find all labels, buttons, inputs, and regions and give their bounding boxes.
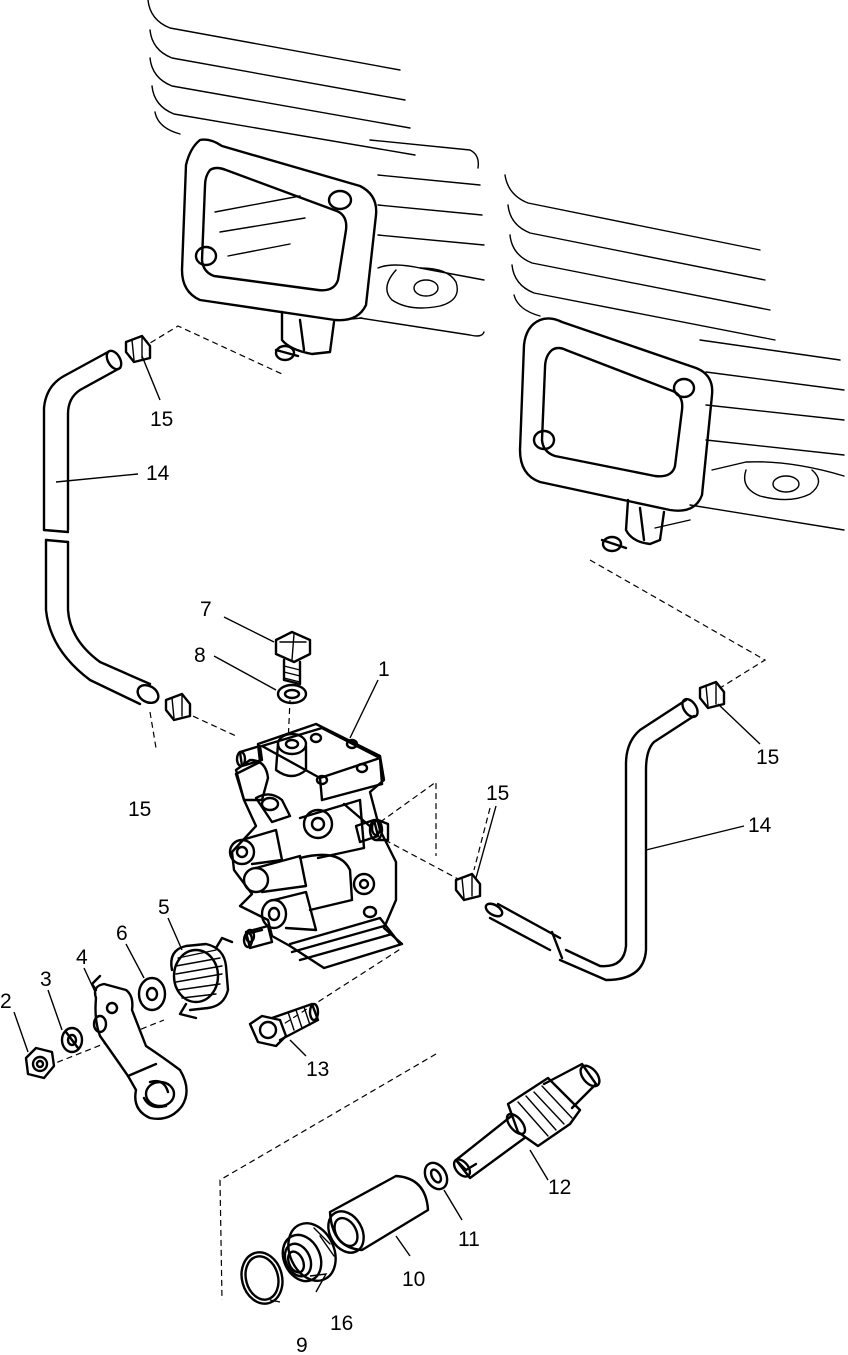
lever-spring <box>170 936 234 1020</box>
callout-12: 12 <box>548 1176 571 1199</box>
lever-washer <box>137 976 167 1012</box>
hose-clamp-pump <box>454 872 482 902</box>
callout-4: 4 <box>76 946 88 969</box>
oil-seal <box>281 1222 337 1283</box>
control-lever <box>90 974 188 1120</box>
routing-lines <box>47 325 767 1301</box>
callout-10: 10 <box>402 1268 425 1291</box>
hose-clamp-right <box>698 680 726 710</box>
oil-pump-body <box>228 722 404 970</box>
callout-1: 1 <box>378 658 390 681</box>
callout-6: 6 <box>116 922 128 945</box>
mounting-bolt <box>248 1002 320 1048</box>
banjo-bolt <box>274 630 312 686</box>
right-oil-hose <box>484 697 699 982</box>
callout-3: 3 <box>40 968 52 991</box>
right-cylinder <box>504 174 845 531</box>
sealing-washer <box>276 683 308 705</box>
left-cylinder <box>147 0 485 337</box>
callout-15-pump: 15 <box>486 782 509 805</box>
callout-13: 13 <box>306 1058 329 1081</box>
gear-bushing <box>327 1174 430 1254</box>
hose-clamp-top-left <box>124 334 152 364</box>
o-ring <box>240 1251 284 1305</box>
hose-clamp-mid-left <box>164 692 192 722</box>
callout-5: 5 <box>158 896 170 919</box>
callout-9: 9 <box>296 1334 308 1355</box>
callout-15-mid-left: 15 <box>128 798 151 821</box>
gear-washer <box>423 1161 449 1191</box>
callout-16: 16 <box>330 1312 353 1335</box>
callout-2: 2 <box>0 990 12 1013</box>
lever-lockwasher <box>60 1026 84 1054</box>
callout-8: 8 <box>194 644 206 667</box>
callout-15-right: 15 <box>756 746 779 769</box>
callout-14-right: 14 <box>748 814 772 837</box>
pump-shaft-stub <box>244 928 264 944</box>
left-oil-hose <box>42 349 160 706</box>
callout-15-top-left: 15 <box>150 408 173 431</box>
callout-14-left: 14 <box>146 462 170 485</box>
callout-11: 11 <box>458 1228 480 1251</box>
callout-leaders <box>13 355 761 1303</box>
drive-gear-shaft <box>452 1062 601 1180</box>
callout-labels: 1 2 3 4 5 6 7 8 9 10 11 12 13 14 14 15 1… <box>0 408 779 1355</box>
callout-7: 7 <box>200 598 212 621</box>
right-exhaust-flange <box>518 317 714 553</box>
lever-nut <box>24 1046 56 1080</box>
left-exhaust-flange <box>180 138 378 362</box>
